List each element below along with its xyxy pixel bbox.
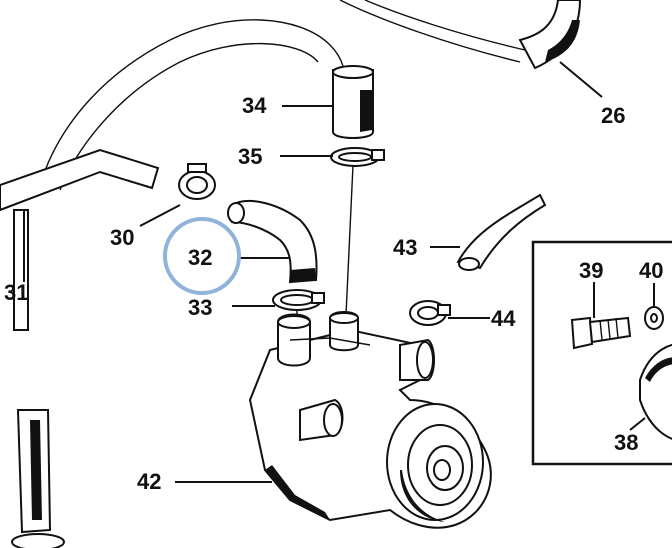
label-38: 38 — [614, 430, 638, 455]
part-30-clamp — [178, 163, 216, 200]
part-31-pipe — [0, 148, 160, 548]
label-42: 42 — [137, 469, 161, 494]
part-33-clamp — [272, 289, 325, 311]
label-31: 31 — [4, 280, 28, 305]
label-26: 26 — [601, 103, 625, 128]
label-33: 33 — [188, 295, 212, 320]
label-39: 39 — [579, 258, 603, 283]
part-42-pump-housing — [248, 311, 492, 529]
inset-detail-box — [531, 240, 672, 466]
label-35: 35 — [238, 144, 262, 169]
label-30: 30 — [110, 225, 134, 250]
part-40-washer — [644, 306, 664, 330]
label-44: 44 — [491, 306, 516, 331]
highlight-ring — [163, 217, 241, 295]
label-40: 40 — [639, 258, 663, 283]
label-34: 34 — [242, 93, 267, 118]
label-43: 43 — [393, 235, 417, 260]
part-38-pulley — [639, 344, 672, 440]
part-39-bolt — [570, 316, 632, 350]
leader-lines — [23, 61, 655, 483]
part-44-clamp — [409, 300, 451, 326]
part-26-hose — [518, 0, 582, 70]
part-32-hose — [227, 200, 318, 284]
label-32: 32 — [188, 245, 212, 270]
part-35-clamp — [330, 147, 385, 167]
part-43-hose — [456, 193, 547, 271]
part-34-hose — [332, 65, 374, 139]
hose-loop-upper — [39, 0, 526, 191]
